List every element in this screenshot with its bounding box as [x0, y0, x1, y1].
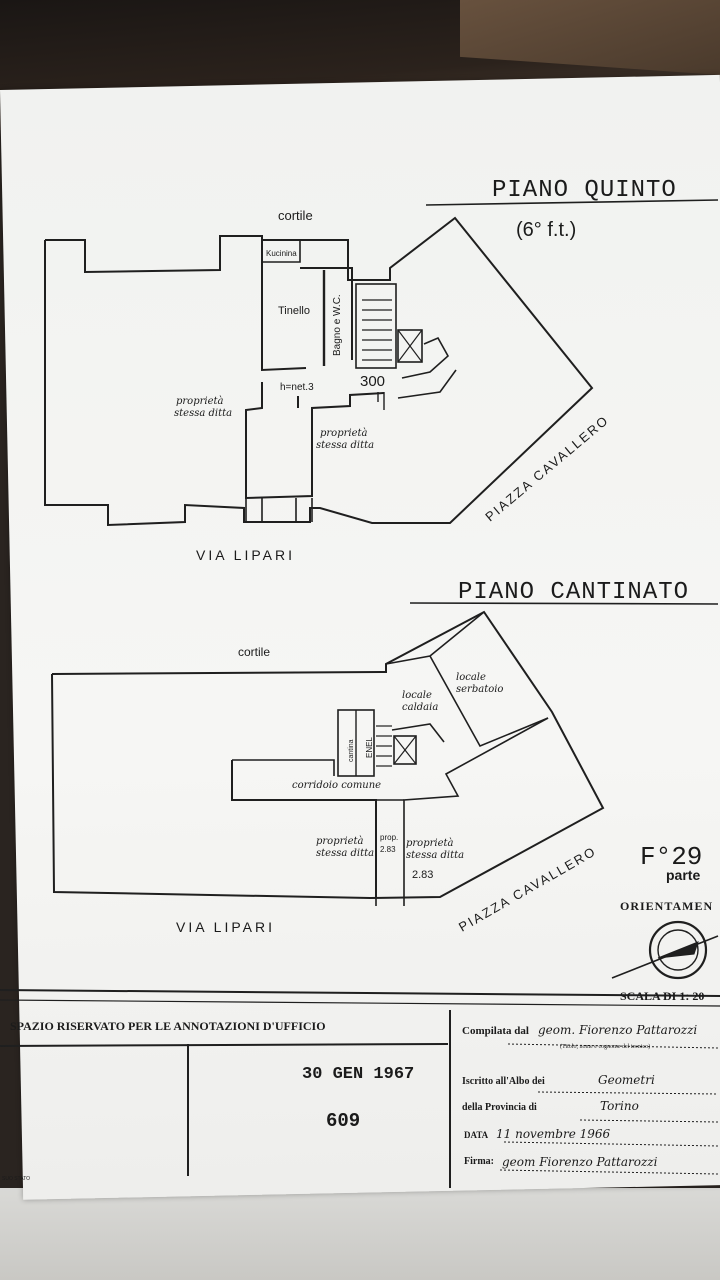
mid-cell-line2: 2.83	[380, 845, 396, 854]
mid-cell-line1: prop.	[380, 833, 398, 842]
upper-building-outline	[44, 216, 594, 527]
province-label: della Provincia di	[462, 1102, 537, 1113]
lower-prop-left-line1: proprietà	[316, 836, 364, 847]
upper-prop-left-line2: stessa ditta	[174, 408, 232, 419]
province-value: Torino	[600, 1099, 639, 1113]
date-value: 11 novembre 1966	[496, 1127, 611, 1141]
scale-label: SCALA DI 1: 20	[620, 989, 704, 1003]
compass-icon	[611, 920, 719, 980]
map-sheet-number: F°29 n°7	[640, 842, 720, 872]
storage-label-line1: locale	[456, 672, 486, 683]
ceiling-height-label: h=net.3	[280, 382, 314, 393]
ceiling-height-value: 300	[360, 373, 385, 390]
compiled-by-note: (Titolo, nome e cognome del tecnico)	[560, 1043, 650, 1050]
lower-prop-left-line2: stessa ditta	[316, 848, 374, 859]
boiler-label-line2: caldaia	[402, 702, 438, 713]
lower-prop-right-line1: proprietà	[406, 838, 454, 849]
registered-value: Geometri	[598, 1073, 655, 1087]
living-label: Tinello	[278, 305, 310, 317]
boiler-label-line1: locale	[402, 690, 432, 701]
date-label: DATA	[464, 1130, 489, 1140]
enel-label: ENEL	[365, 737, 374, 758]
signature-label: Firma:	[464, 1156, 494, 1167]
lower-plan-title: PIANO CANTINATO	[458, 579, 689, 606]
cellar-label: cantina	[348, 739, 355, 762]
office-box-heading: SPAZIO RISERVATO PER LE ANNOTAZIONI D'UF…	[10, 1019, 326, 1033]
lower-street-label: VIA LIPARI	[176, 919, 275, 935]
stamp-number: 609	[326, 1110, 360, 1132]
lower-plan	[51, 602, 719, 906]
upper-street-label: VIA LIPARI	[196, 547, 295, 563]
map-sheet-part: parte	[666, 867, 700, 883]
desk-background-bottom	[0, 1188, 720, 1280]
registered-label: Iscritto all'Albo dei	[462, 1076, 545, 1087]
office-fine-print: SUO STATO	[2, 1176, 30, 1182]
bath-label: Bagno e W.C.	[332, 294, 343, 356]
lower-courtyard-label: cortile	[238, 645, 270, 659]
storage-label-line2: serbatoio	[456, 684, 503, 695]
lower-height-label: 2.83	[412, 869, 433, 881]
office-form-frame	[0, 989, 720, 1188]
lower-prop-right-line2: stessa ditta	[406, 850, 464, 861]
compiled-by-label: Compilata dal	[462, 1025, 529, 1037]
upper-prop-right-line2: stessa ditta	[316, 440, 374, 451]
upper-plan	[44, 199, 719, 527]
lower-square-label: PIAZZA CAVALLERO	[456, 843, 599, 934]
corridor-label: corridoio comune	[292, 780, 381, 791]
upper-square-label: PIAZZA CAVALLERO	[482, 412, 612, 524]
signature-value: geom Fiorenzo Pattarozzi	[502, 1155, 658, 1169]
upper-plan-title: PIANO QUINTO	[492, 177, 677, 204]
stamp-date: 30 GEN 1967	[302, 1065, 414, 1084]
upper-prop-right-line1: proprietà	[320, 428, 368, 439]
compiled-by-value: geom. Fiorenzo Pattarozzi	[538, 1023, 697, 1037]
kitchen-label: Kucinina	[266, 249, 297, 258]
lower-building-outline	[51, 610, 605, 900]
upper-prop-left-line1: proprietà	[176, 396, 224, 407]
orientation-label: ORIENTAMEN	[620, 899, 713, 913]
upper-plan-subtitle: (6° f.t.)	[516, 219, 576, 241]
upper-courtyard-label: cortile	[278, 208, 313, 223]
